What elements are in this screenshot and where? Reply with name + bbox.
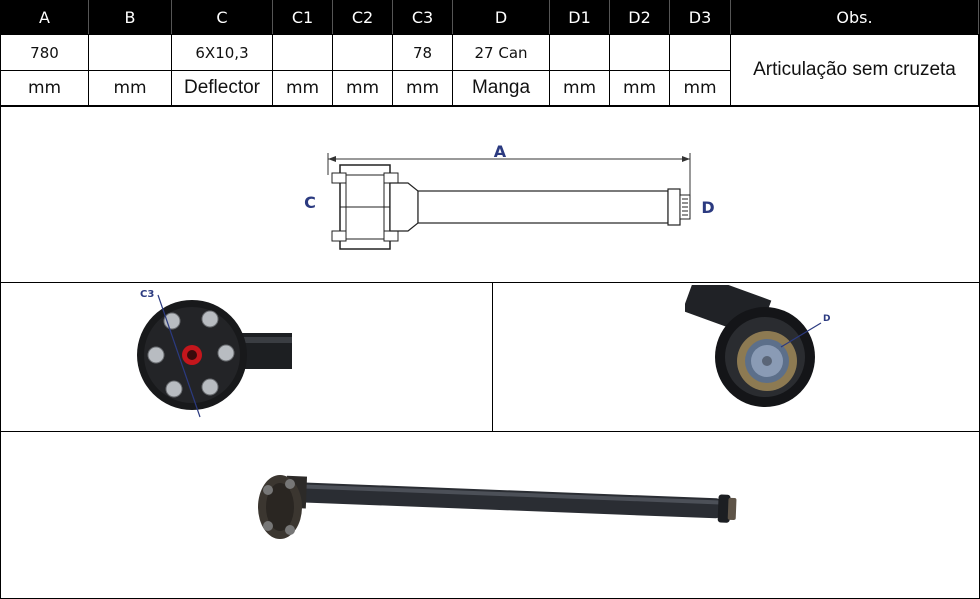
header-row: A B C C1 C2 C3 D D1 D2 D3 Obs. [0, 0, 979, 35]
values-row: 780 6X10,3 78 27 Can Articulação sem cru… [0, 34, 979, 106]
unit-d3: mm [669, 70, 731, 106]
header-d1: D1 [549, 0, 610, 35]
flange-label-c3: C3 [140, 289, 154, 300]
header-obs: Obs. [730, 0, 979, 35]
unit-d: Manga [452, 70, 550, 106]
dimension-label-c: C [304, 193, 316, 212]
shaft-tube-outline [417, 190, 669, 224]
unit-c: Deflector [171, 70, 273, 106]
dimension-label-a: A [494, 142, 507, 161]
band-line-top [0, 106, 980, 107]
unit-d2: mm [609, 70, 670, 106]
shaft-technical-drawing: A C D [304, 142, 715, 250]
band-line-bottom [0, 431, 980, 432]
unit-d1: mm [549, 70, 610, 106]
full-shaft-photo [258, 475, 737, 539]
value-d2 [609, 34, 670, 71]
spline-label-d: D [823, 314, 830, 324]
value-d: 27 Can [452, 34, 550, 71]
header-c1: C1 [272, 0, 333, 35]
header-b: B [88, 0, 172, 35]
units-row: mm mm Deflector mm mm mm Manga mm mm mm [0, 70, 979, 106]
header-c: C [171, 0, 273, 35]
obs-note: Articulação sem cruzeta [730, 34, 979, 106]
header-d: D [452, 0, 550, 35]
band-line-middle [0, 282, 980, 283]
spec-table: A B C C1 C2 C3 D D1 D2 D3 Obs. 780 6X10,… [0, 0, 979, 106]
value-c1 [272, 34, 333, 71]
flange-coupling-photo: C3 [137, 289, 292, 418]
header-d2: D2 [609, 0, 670, 35]
unit-b: mm [88, 70, 172, 106]
header-d3: D3 [669, 0, 731, 35]
value-b [88, 34, 172, 71]
dimension-label-d: D [701, 198, 714, 217]
value-a: 780 [0, 34, 89, 71]
unit-c3: mm [392, 70, 453, 106]
value-d1 [549, 34, 610, 71]
header-c2: C2 [332, 0, 393, 35]
value-d3 [669, 34, 731, 71]
photo-divider [492, 282, 493, 432]
unit-a: mm [0, 70, 89, 106]
value-c3: 78 [392, 34, 453, 71]
value-c2 [332, 34, 393, 71]
spline-end-photo: D [685, 285, 830, 407]
header-a: A [0, 0, 89, 35]
unit-c1: mm [272, 70, 333, 106]
header-c3: C3 [392, 0, 453, 35]
value-c: 6X10,3 [171, 34, 273, 71]
unit-c2: mm [332, 70, 393, 106]
